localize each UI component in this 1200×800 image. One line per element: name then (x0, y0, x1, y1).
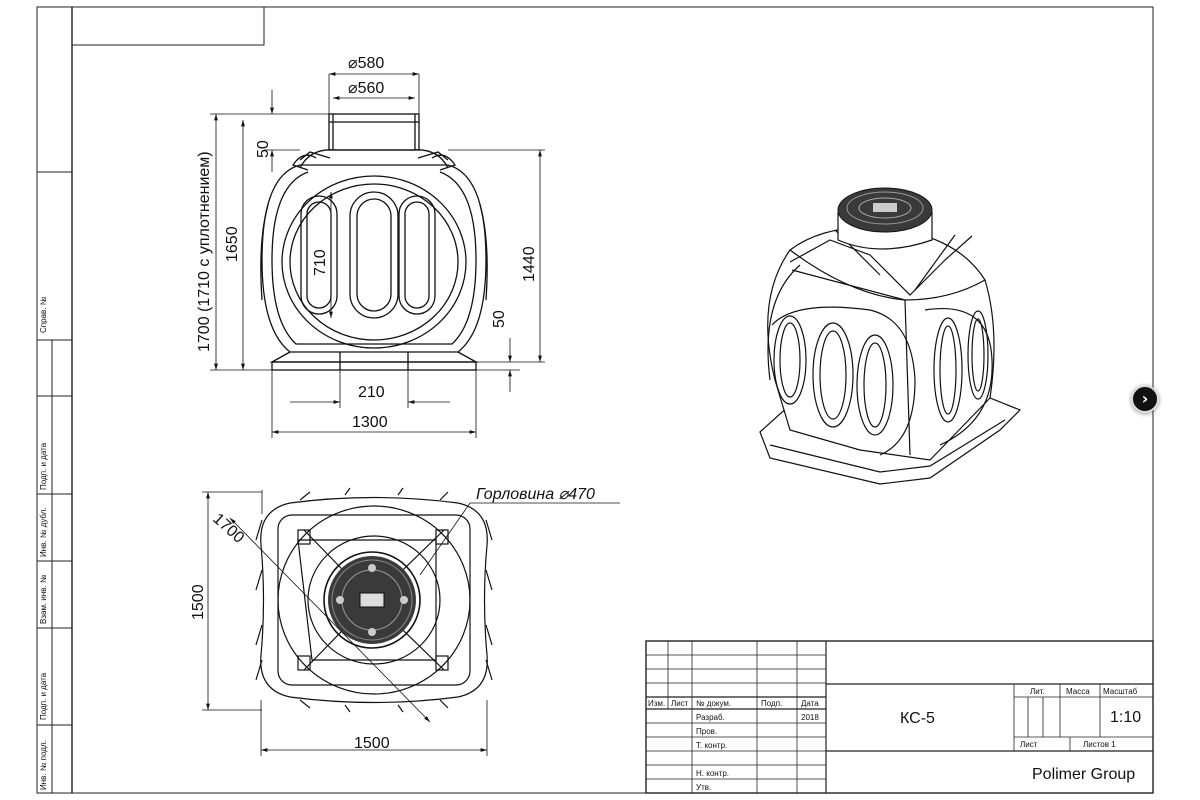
tb-doc-no: № докум. (696, 699, 731, 708)
dim-1440: 1440 (521, 246, 538, 282)
dim-1300: 1300 (352, 414, 388, 431)
tb-date: Дата (801, 699, 819, 708)
tb-izm: Изм. (648, 699, 665, 708)
plan-dimensions (202, 490, 620, 756)
tb-designation: КС-5 (900, 710, 935, 727)
tb-massa: Масса (1066, 687, 1090, 696)
dim-diag-1700: 1700 (209, 510, 247, 547)
dim-plan-1500-horizontal: 1500 (354, 735, 390, 752)
tb-listov: Листов 1 (1083, 740, 1116, 749)
tb-company: Polimer Group (1032, 766, 1135, 783)
front-dimensions (210, 72, 545, 438)
isometric-view (759, 212, 1022, 485)
chevron-right-icon: › (1141, 389, 1149, 408)
side-label-inv-dubl: Инв. № дубл. (39, 507, 48, 557)
tb-utv: Утв. (696, 783, 711, 792)
tb-podp: Подп. (761, 699, 782, 708)
dim-height-total: 1700 (1710 с уплотнением) (196, 151, 213, 352)
side-label-vzam-inv: Взам. инв. № (39, 574, 48, 624)
dim-710: 710 (312, 249, 329, 276)
tb-lit: Лит. (1030, 687, 1045, 696)
dim-dia-580: ⌀580 (348, 55, 384, 72)
title-block (645, 640, 1154, 794)
tb-masshtab: Масштаб (1103, 687, 1138, 696)
dim-plan-1500-vertical: 1500 (190, 584, 207, 620)
dim-top-50: 50 (255, 140, 272, 158)
tb-scale: 1:10 (1110, 709, 1141, 726)
side-label-podp-data-2: Подп. и дата (39, 672, 48, 720)
tb-prov: Пров. (696, 727, 717, 736)
side-label-podp-data-1: Подп. и дата (39, 442, 48, 490)
isometric-hatch (837, 187, 933, 233)
tb-list2: Лист (1020, 740, 1038, 749)
next-image-button[interactable]: › (1131, 385, 1159, 413)
tb-year: 2018 (801, 713, 819, 722)
tb-t-kontr: Т. контр. (696, 741, 727, 750)
plan-hatch-cover (328, 556, 416, 644)
dim-1650: 1650 (224, 226, 241, 262)
dim-base-50: 50 (491, 310, 508, 328)
tb-n-kontr: Н. контр. (696, 769, 729, 778)
tb-list: Лист (671, 699, 689, 708)
neck-label: Горловина ⌀470 (476, 486, 595, 503)
side-label-inv-podl: Инв. № подл. (39, 740, 48, 790)
front-view (260, 113, 488, 371)
side-label-sprav: Справ. № (39, 296, 48, 333)
dim-210: 210 (358, 384, 385, 401)
side-stamp (37, 171, 72, 793)
dim-dia-560: ⌀560 (348, 80, 384, 97)
tb-razrab: Разраб. (696, 713, 725, 722)
